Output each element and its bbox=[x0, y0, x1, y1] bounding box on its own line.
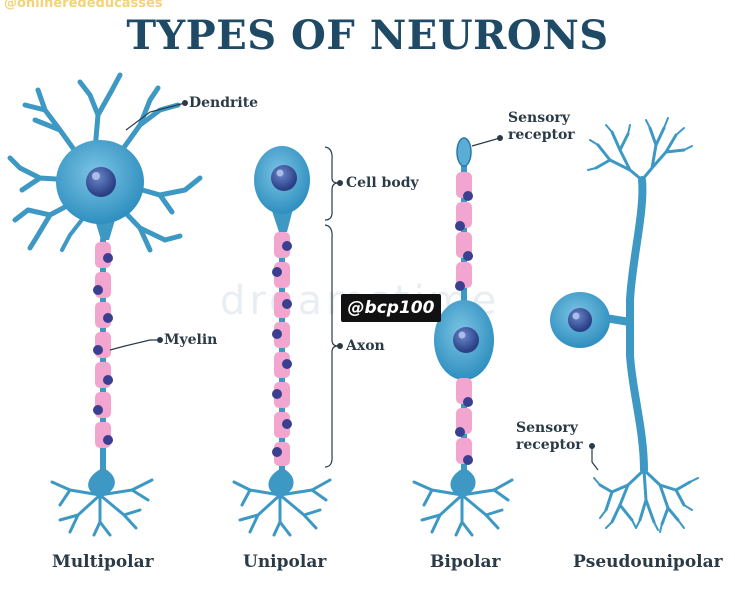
multipolar-myelin bbox=[93, 242, 113, 448]
multipolar-nucleus bbox=[86, 167, 116, 197]
label-dendrite: Dendrite bbox=[189, 95, 259, 111]
label-sensory-receptor-top-line1: Sensory bbox=[508, 110, 570, 126]
unipolar-myelin bbox=[272, 232, 292, 466]
bipolar-nucleus bbox=[453, 327, 479, 353]
caption-pseudounipolar: Pseudounipolar bbox=[573, 552, 723, 572]
pseudounipolar-neuron bbox=[587, 117, 699, 533]
label-sensory-receptor-top-line2: receptor bbox=[508, 127, 575, 143]
watermark-tag: @bcp100 bbox=[341, 294, 441, 322]
caption-multipolar: Multipolar bbox=[52, 552, 154, 572]
pseudounipolar-nucleus bbox=[568, 308, 592, 332]
label-leaders bbox=[109, 102, 599, 471]
page-title: TYPES OF NEURONS bbox=[126, 12, 609, 59]
caption-unipolar: Unipolar bbox=[243, 552, 327, 572]
unipolar-nucleus bbox=[271, 165, 297, 191]
caption-bipolar: Bipolar bbox=[430, 552, 501, 572]
bipolar-sensory-receptor bbox=[456, 137, 472, 167]
bipolar-myelin bbox=[455, 172, 473, 465]
label-myelin: Myelin bbox=[164, 332, 218, 348]
label-sensory-receptor-bottom-line2: receptor bbox=[516, 437, 583, 453]
label-dots bbox=[157, 100, 595, 449]
label-axon: Axon bbox=[346, 338, 385, 354]
label-sensory-receptor-bottom-line1: Sensory bbox=[516, 420, 578, 436]
top-watermark: @onlinerededucasses bbox=[4, 0, 163, 11]
label-cell-body: Cell body bbox=[346, 175, 419, 191]
